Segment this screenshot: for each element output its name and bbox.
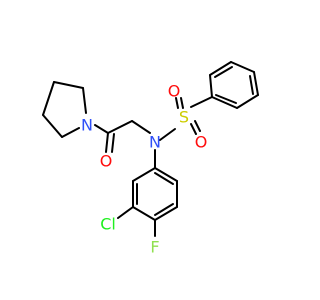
structure-drawing: N O N S O O Cl F bbox=[42, 61, 259, 257]
sulfonamide-bonds bbox=[159, 96, 213, 141]
chlorine-label: Cl bbox=[100, 215, 116, 234]
amide-bonds bbox=[94, 120, 151, 153]
chlorofluorophenyl-ring bbox=[117, 167, 178, 237]
carbonyl-oxygen-label: O bbox=[100, 152, 113, 171]
sulfur-label: S bbox=[179, 108, 189, 127]
amide-nitrogen-label: N bbox=[81, 116, 93, 135]
sulfonyl-oxygen-bottom-label: O bbox=[195, 133, 208, 152]
benzene-ring bbox=[209, 61, 259, 109]
pyrrolidine-ring bbox=[42, 81, 87, 138]
sulfonyl-oxygen-top-label: O bbox=[168, 82, 181, 101]
fluorine-label: F bbox=[150, 238, 159, 257]
sulfonamide-nitrogen-label: N bbox=[149, 133, 161, 152]
atom-labels: N O N S O O Cl F bbox=[81, 82, 207, 257]
molecule-diagram: N O N S O O Cl F bbox=[42, 61, 259, 257]
